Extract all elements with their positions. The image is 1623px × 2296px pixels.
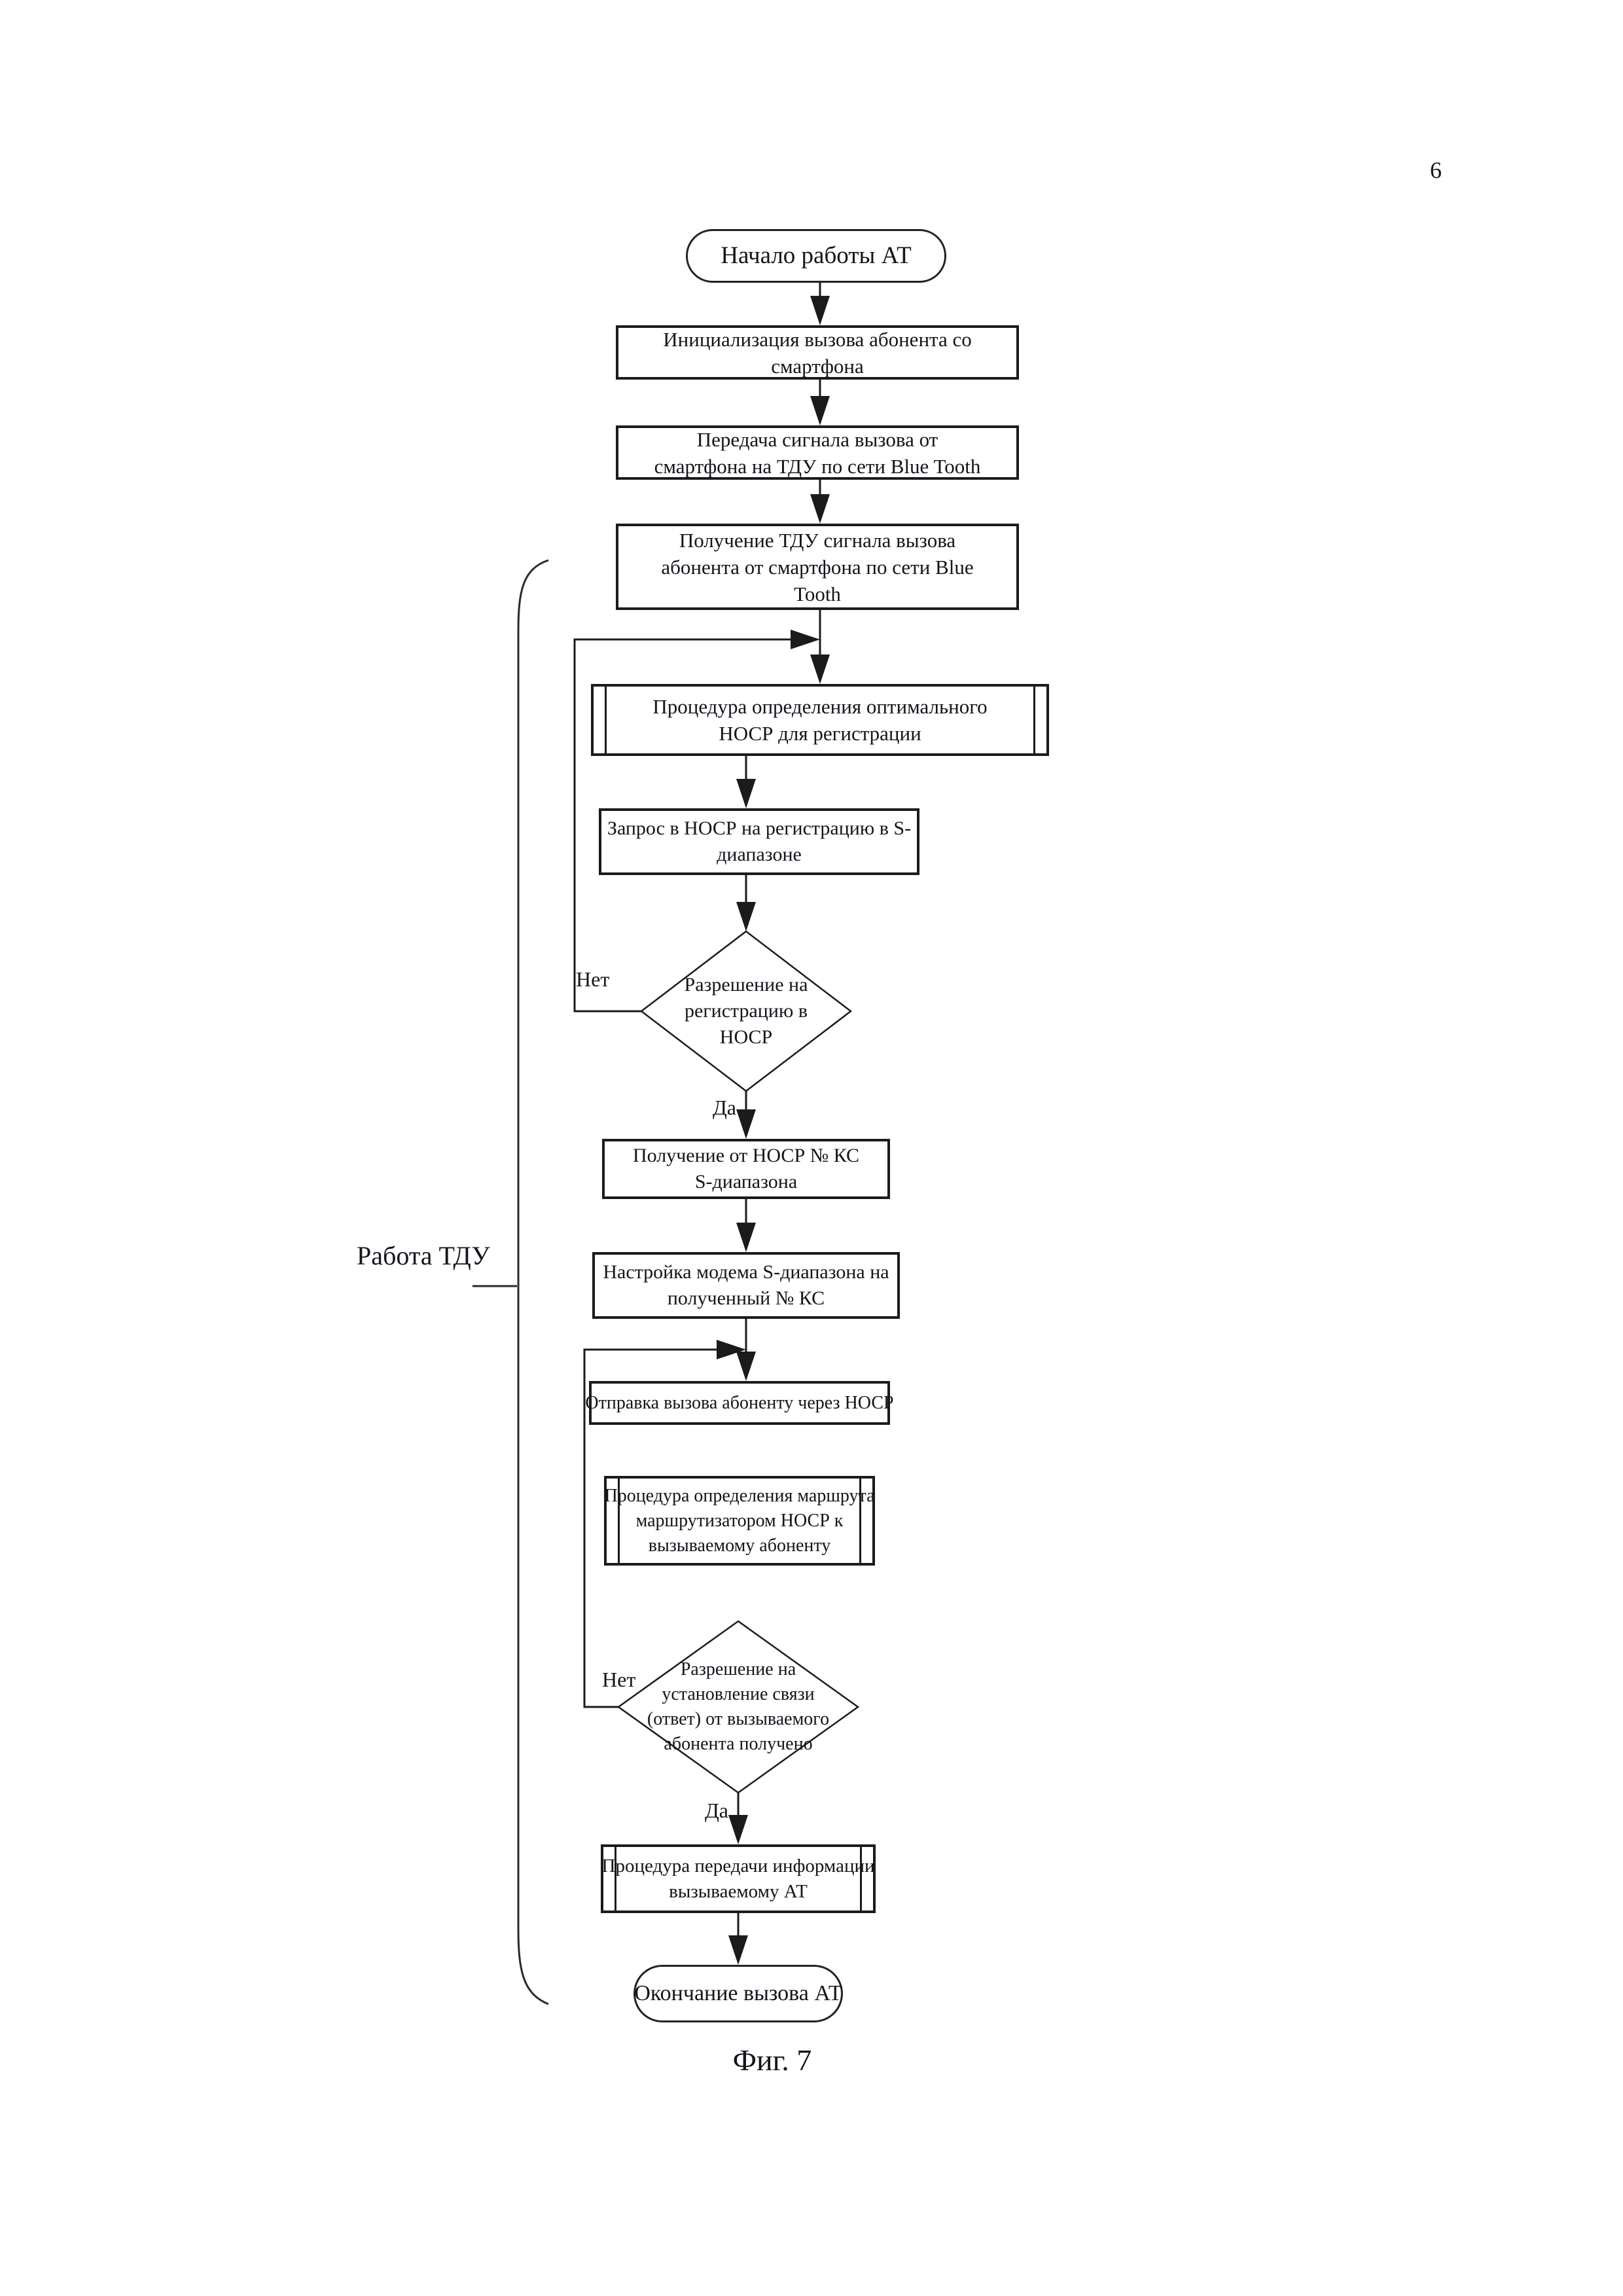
node-tune-line1: Настройка модема S-диапазона на [603, 1261, 889, 1283]
node-decision-registration: Разрешение на регистрацию в НОСР [648, 970, 844, 1052]
node-init-line2: смартфона [771, 354, 864, 378]
node-get-ks-line2: S-диапазона [694, 1171, 798, 1193]
decision-ans-line4: абонента получено [664, 1734, 813, 1754]
node-end-text: Окончание вызова АТ [634, 1981, 842, 2005]
decision-answer-shape [616, 1620, 860, 1794]
subroutine-bar-icon [860, 1847, 862, 1910]
branch-label-yes-2: Да [704, 1799, 728, 1822]
node-proc-opt-line2: НОСР для регистрации [719, 722, 921, 745]
node-tune-modem: Настройка модема S-диапазона на полученн… [592, 1252, 900, 1319]
decision-registration-shape [639, 930, 853, 1092]
node-receive-line1: Получение ТДУ сигнала вызова [679, 528, 956, 552]
node-start-text: Начало работы АТ [721, 242, 912, 269]
node-proc-transfer-line1: Процедура передачи информации [601, 1855, 875, 1876]
node-end: Окончание вызова АТ [633, 1965, 843, 2022]
figure-caption: Фиг. 7 [732, 2043, 812, 2077]
subroutine-bar-icon [605, 687, 607, 753]
node-get-channel-number: Получение от НОСР № КС S-диапазона [602, 1139, 890, 1199]
node-receive-line2: абонента от смартфона по сети Blue [661, 555, 974, 579]
node-send-call-line1: Отправка вызова абоненту через НОСР [585, 1392, 894, 1413]
tdu-brace-label: Работа ТДУ [357, 1241, 490, 1270]
node-request-registration: Запрос в НОСР на регистрацию в S- диапаз… [599, 808, 919, 875]
node-proc-route-line2: маршрутизатором НОСР к [635, 1510, 844, 1531]
page-number: 6 [1430, 157, 1442, 183]
node-receive-line3: Tooth [794, 582, 841, 605]
loop-no-answer [583, 1340, 746, 1708]
node-send-call: Отправка вызова абоненту через НОСР [585, 1381, 894, 1425]
decision-reg-line1: Разрешение на [684, 974, 808, 996]
node-get-ks-line1: Получение от НОСР № КС [632, 1145, 860, 1166]
subroutine-bar-icon [1033, 687, 1035, 753]
decision-reg-line3: НОСР [719, 1026, 773, 1048]
node-request-line1: Запрос в НОСР на регистрацию в S- [607, 817, 912, 839]
node-tune-line2: полученный № КС [667, 1287, 825, 1309]
node-transmit-line2: смартфона на ТДУ по сети Blue Tooth [654, 454, 981, 478]
node-decision-answer: Разрешение на установление связи (ответ)… [617, 1656, 859, 1758]
tdu-brace [517, 559, 549, 2005]
node-proc-route-line3: вызываемому абоненту [648, 1535, 831, 1556]
node-init-call: Инициализация вызова абонента со смартфо… [616, 325, 1019, 380]
subroutine-bar-icon [618, 1479, 620, 1563]
node-transmit-line1: Передача сигнала вызова от [696, 427, 938, 451]
node-proc-transfer-info: Процедура передачи информации вызываемом… [601, 1844, 876, 1913]
branch-label-no-2: Нет [602, 1668, 636, 1691]
decision-ans-line1: Разрешение на [680, 1659, 796, 1679]
decision-ans-line2: установление связи [662, 1684, 815, 1704]
node-start: Начало работы АТ [686, 229, 946, 283]
node-proc-route: Процедура определения маршрута маршрутиз… [604, 1476, 875, 1566]
node-init-line1: Инициализация вызова абонента со [663, 327, 972, 351]
branch-label-yes-1: Да [712, 1096, 736, 1119]
node-transmit-signal: Передача сигнала вызова от смартфона на … [616, 425, 1019, 480]
node-proc-transfer-line2: вызываемому АТ [669, 1880, 808, 1902]
branch-label-no-1: Нет [576, 967, 610, 991]
node-receive-signal: Получение ТДУ сигнала вызова абонента от… [616, 524, 1019, 610]
node-proc-opt-line1: Процедура определения оптимального [652, 695, 988, 718]
loop-no-registration [573, 630, 820, 1013]
decision-ans-line3: (ответ) от вызываемого [647, 1709, 830, 1729]
decision-reg-line2: регистрацию в [685, 1000, 808, 1022]
node-proc-optimal-nocp: Процедура определения оптимального НОСР … [591, 684, 1049, 756]
node-request-line2: диапазоне [717, 844, 802, 865]
subroutine-bar-icon [615, 1847, 616, 1910]
subroutine-bar-icon [859, 1479, 861, 1563]
node-proc-route-line1: Процедура определения маршрута [604, 1485, 875, 1506]
